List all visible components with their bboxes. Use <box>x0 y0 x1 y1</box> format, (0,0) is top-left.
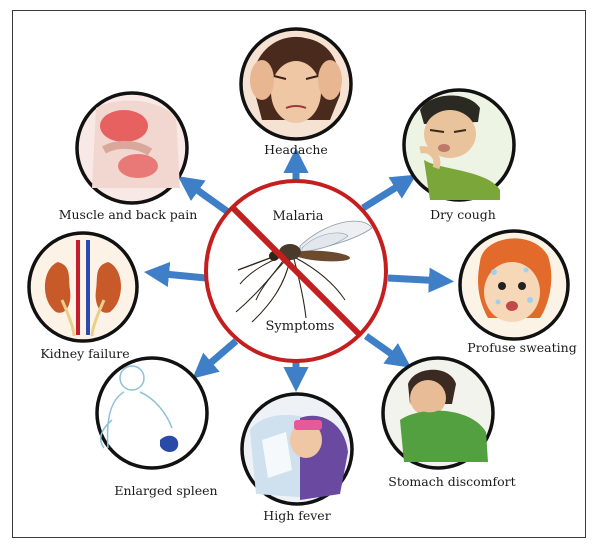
symptom-label-dry-cough: Dry cough <box>430 207 496 222</box>
dry-cough-illustration <box>419 95 500 200</box>
muscle-back-pain-illustration <box>92 100 180 188</box>
center-subtitle: Symptoms <box>266 319 335 334</box>
prohibition-slash <box>229 204 364 339</box>
stomach-discomfort-illustration <box>400 369 488 462</box>
symptom-muscle-back-pain: Muscle and back pain <box>59 91 198 222</box>
symptom-dry-cough: Dry cough <box>402 88 516 222</box>
symptom-kidney-failure: Kidney failure <box>27 231 139 361</box>
mosquito-icon <box>235 220 373 323</box>
center-title: Malaria <box>272 209 323 224</box>
symptom-label-stomach-discomfort: Stomach discomfort <box>388 474 515 489</box>
center-prohibition-sign: Malaria Symptoms <box>204 179 388 363</box>
symptom-profuse-sweating: Profuse sweating <box>458 229 577 355</box>
symptom-label-high-fever: High fever <box>263 508 330 523</box>
kidney-failure-illustration <box>44 240 122 337</box>
symptom-label-enlarged-spleen: Enlarged spleen <box>114 483 217 498</box>
symptom-enlarged-spleen: Enlarged spleen <box>95 356 218 498</box>
symptom-stomach-discomfort: Stomach discomfort <box>381 356 516 489</box>
symptom-label-profuse-sweating: Profuse sweating <box>467 340 576 355</box>
enlarged-spleen-illustration <box>99 365 179 452</box>
arrow-kidney-failure <box>143 261 207 287</box>
arrow-stomach-discomfort <box>363 333 412 368</box>
profuse-sweating-illustration <box>478 238 552 322</box>
symptom-headache: Headache <box>239 27 353 157</box>
arrow-enlarged-spleen <box>192 338 239 379</box>
arrow-dry-cough <box>361 174 417 211</box>
headache-illustration <box>250 36 342 123</box>
symptom-label-headache: Headache <box>264 142 328 157</box>
figure-frame <box>12 10 586 538</box>
arrow-profuse-sweating <box>387 267 455 293</box>
symptom-label-muscle-back-pain: Muscle and back pain <box>59 207 198 222</box>
symptom-high-fever: High fever <box>240 392 354 523</box>
symptom-label-kidney-failure: Kidney failure <box>40 346 129 361</box>
arrows <box>143 147 455 393</box>
arrow-muscle-pain <box>177 176 231 215</box>
high-fever-illustration <box>250 414 348 500</box>
